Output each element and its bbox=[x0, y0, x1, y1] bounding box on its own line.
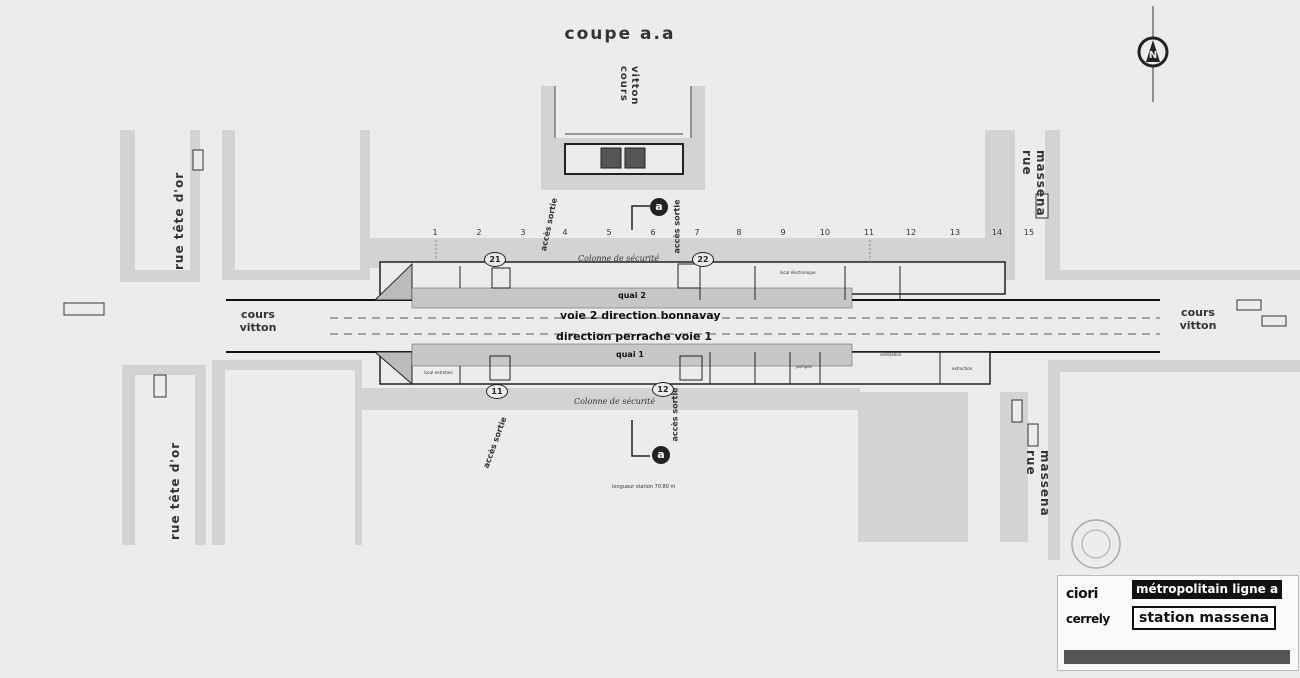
acces-sortie-label: accès sortie bbox=[539, 197, 560, 252]
section-marker-top: a bbox=[650, 198, 668, 216]
title-station: station massena bbox=[1132, 606, 1277, 630]
section-marker-bottom: a bbox=[652, 446, 670, 464]
column-number: 7 bbox=[694, 228, 700, 237]
column-number: 3 bbox=[520, 228, 526, 237]
section-drawing bbox=[541, 86, 705, 190]
column-number: 2 bbox=[476, 228, 482, 237]
column-number: 14 bbox=[991, 228, 1003, 237]
svg-text:N: N bbox=[1149, 50, 1157, 61]
exit-marker-11: 11 bbox=[486, 384, 508, 399]
north-arrow-icon: N bbox=[1128, 6, 1178, 110]
street-cours-vitton-left: cours vitton bbox=[239, 308, 277, 334]
section-drawing-svg bbox=[541, 86, 705, 190]
exit-marker-22: 22 bbox=[692, 252, 714, 267]
acces-sortie-label: accès sortie bbox=[672, 199, 682, 254]
track-label-voie-1: direction perrache voie 1 bbox=[556, 330, 712, 343]
acces-sortie-label: accès sortie bbox=[481, 415, 509, 470]
logo-cerrely: cerrely bbox=[1066, 612, 1110, 626]
securite-label-top: Colonne de sécurité bbox=[578, 254, 660, 263]
column-numbers: 1 2 3 4 5 6 7 8 9 10 11 12 13 14 15 bbox=[428, 228, 1034, 240]
logo-ciori: ciori bbox=[1066, 586, 1098, 602]
street-rue-tete-dor-top: rue tête d'or bbox=[172, 171, 186, 270]
column-number: 10 bbox=[819, 228, 831, 237]
column-number: 1 bbox=[432, 228, 438, 237]
room-label: ventilation bbox=[880, 352, 902, 357]
column-number: 11 bbox=[863, 228, 875, 237]
street-rue-tete-dor-bottom: rue tête d'or bbox=[168, 441, 182, 540]
column-number: 9 bbox=[780, 228, 786, 237]
stamp-seal bbox=[1068, 516, 1124, 576]
section-title: coupe a.a bbox=[564, 24, 676, 44]
exit-marker-21: 21 bbox=[484, 252, 506, 267]
column-number: 13 bbox=[949, 228, 961, 237]
title-block-footer bbox=[1064, 650, 1290, 664]
platform-label-quai-1: quai 1 bbox=[616, 350, 644, 359]
room-label: extraction bbox=[952, 366, 973, 371]
column-number: 4 bbox=[562, 228, 568, 237]
acces-sortie-label: accès sortie bbox=[670, 387, 680, 442]
column-number: 15 bbox=[1023, 228, 1035, 237]
column-number: 12 bbox=[905, 228, 917, 237]
securite-label-bottom: Colonne de sécurité bbox=[574, 397, 656, 406]
column-number: 8 bbox=[736, 228, 742, 237]
stamp-seal-svg bbox=[1071, 519, 1121, 569]
platform-label-quai-2: quai 2 bbox=[618, 291, 646, 300]
column-number: 6 bbox=[650, 228, 656, 237]
north-arrow-svg: N bbox=[1137, 6, 1169, 102]
column-number: 5 bbox=[606, 228, 612, 237]
exit-marker-12: 12 bbox=[652, 382, 674, 397]
street-rue-massena-top: rue massena bbox=[1020, 150, 1048, 217]
street-rue-massena-bottom: rue massena bbox=[1024, 450, 1052, 517]
track-label-voie-2: voie 2 direction bonnavay bbox=[560, 309, 721, 322]
street-cours-vitton-right: cours vitton bbox=[1179, 306, 1217, 332]
title-line: métropolitain ligne a bbox=[1132, 580, 1283, 599]
room-label: pompes bbox=[796, 364, 812, 369]
room-label: local électronique bbox=[780, 270, 816, 275]
station-length-label: longueur station 70,80 m bbox=[612, 484, 676, 490]
section-street-label: cours vitton bbox=[618, 66, 640, 106]
room-label: local entretien bbox=[424, 370, 453, 375]
title-block: ciori cerrely métropolitain ligne a stat… bbox=[1057, 575, 1299, 671]
